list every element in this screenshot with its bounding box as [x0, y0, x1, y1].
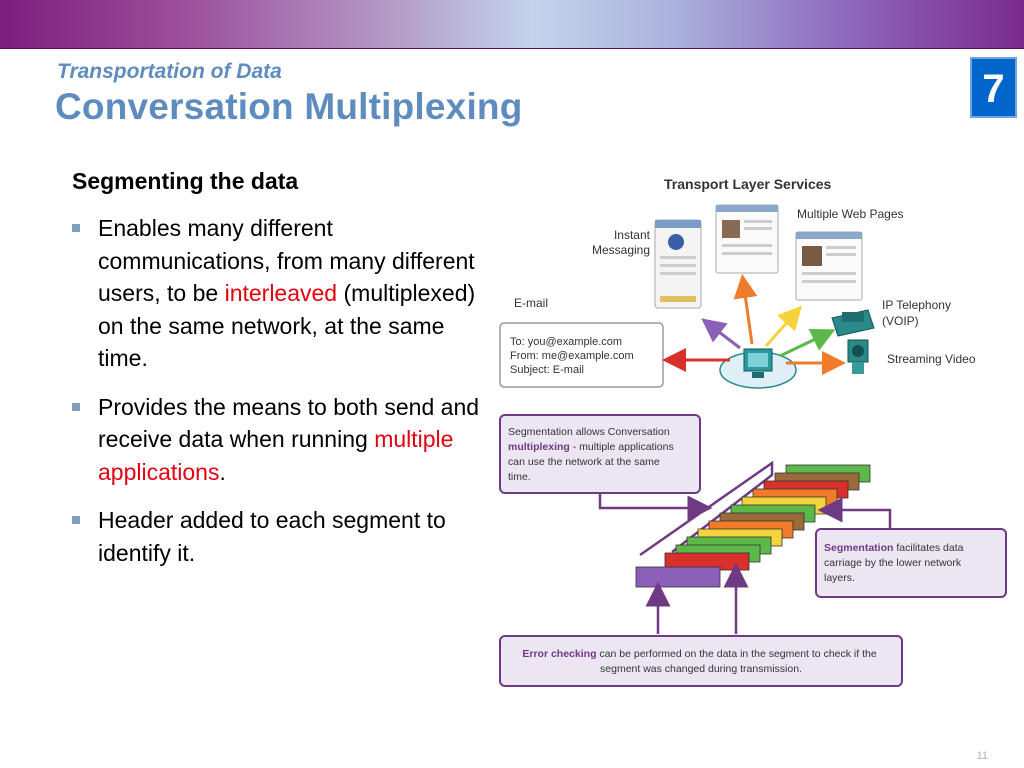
bullet-item-header: Header added to each segment to identify…	[72, 504, 492, 569]
ip-phone-icon	[831, 309, 875, 337]
square-bullet-icon	[72, 402, 80, 411]
slide-number: 11	[976, 750, 988, 762]
email-from: From: me@example.com	[510, 350, 634, 362]
computer-icon	[743, 348, 773, 378]
instant-messaging-window-icon	[654, 219, 702, 309]
bullet-text: Provides the means to both send and rece…	[98, 393, 480, 453]
arrow-to-im	[701, 318, 741, 350]
web-page-window-icon	[795, 231, 863, 301]
label-web-pages: Multiple Web Pages	[797, 207, 904, 221]
section-heading: Segmenting the data	[72, 168, 299, 194]
bullet-highlight: multiple applications	[98, 426, 454, 485]
video-camera-icon	[847, 339, 869, 374]
square-bullet-icon	[72, 516, 80, 524]
multiplexing-note-text: Segmentation allows Conversation multipl…	[508, 426, 677, 483]
email-subject: Subject: E-mail	[510, 364, 584, 376]
web-page-window-icon	[715, 204, 779, 274]
error-checking-note-box	[499, 635, 903, 687]
bullet-highlight: interleaved	[224, 280, 338, 306]
label-messaging: Messaging	[592, 243, 650, 257]
connector-arrow	[598, 493, 713, 521]
top-banner	[0, 0, 1024, 49]
email-to: To: you@example.com	[510, 336, 622, 348]
arrow-to-phone	[779, 328, 836, 358]
label-instant: Instant	[614, 228, 651, 242]
diagram-title: Transport Layer Services	[664, 176, 832, 192]
slide-subtitle: Transportation of Data	[57, 60, 282, 83]
connector-arrow	[817, 497, 892, 529]
segment-bar	[635, 566, 721, 588]
bullet-text: Enables many different communications, f…	[98, 215, 475, 306]
bullet-text: Header added to each segment to identify…	[98, 507, 446, 566]
arrow-to-web-1	[733, 274, 758, 345]
bullet-item-interleaved: Enables many different communications, f…	[72, 212, 492, 375]
square-bullet-icon	[72, 224, 80, 232]
label-voip: (VOIP)	[882, 314, 919, 328]
label-email: E-mail	[514, 296, 548, 310]
bullet-text-tail: (multiplexed) on the same network, at th…	[98, 280, 476, 371]
label-streaming-video: Streaming Video	[887, 352, 976, 366]
bullet-item-multiple-apps: Provides the means to both send and rece…	[72, 391, 492, 489]
error-checking-note-text: Error checking can be performed on the d…	[522, 648, 879, 675]
segmentation-note-box	[815, 528, 1007, 598]
bullet-text-tail: .	[219, 458, 226, 485]
bullet-list: Enables many different communications, f…	[72, 212, 492, 585]
arrow-to-web-2	[764, 305, 802, 347]
slide-title: Conversation Multiplexing	[55, 86, 523, 127]
label-ip-telephony: IP Telephony	[882, 298, 951, 312]
chapter-badge: 7	[970, 57, 1017, 118]
segment-stack	[635, 464, 871, 588]
segmentation-note-text: Segmentation facilitates data carriage b…	[824, 542, 966, 584]
transport-layer-diagram: Transport Layer Services Instant Messagi…	[499, 176, 1007, 687]
